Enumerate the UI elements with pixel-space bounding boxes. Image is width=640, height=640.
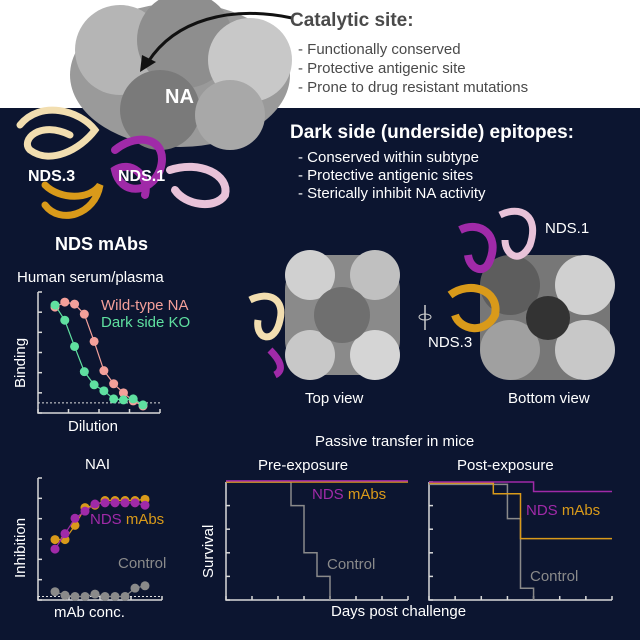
top-view-label: Top view: [305, 390, 364, 407]
nai-chart-line: [54, 585, 146, 598]
na-top-view: [248, 250, 400, 380]
pre-exposure-title: Pre-exposure: [258, 457, 349, 474]
nds1-right-label: NDS.1: [545, 220, 590, 237]
nds-text: NDS: [312, 486, 344, 503]
nai-chart-point: [140, 581, 150, 591]
dark-side-bullet: - Protective antigenic sites: [298, 167, 474, 184]
nai-chart-point: [80, 591, 90, 601]
catalytic-site-title: Catalytic site:: [290, 10, 414, 31]
binding-chart-line: [54, 304, 144, 406]
nai-chart-point: [110, 591, 120, 601]
binding-chart-point: [70, 341, 80, 351]
nai-chart-point: [120, 498, 130, 508]
nai-chart-point: [140, 500, 150, 510]
post-control-label: Control: [530, 568, 579, 585]
nai-chart-point: [60, 590, 70, 600]
nai-chart-title: NAI: [85, 456, 111, 473]
post-exposure-chart-nds3-curve: [429, 482, 612, 540]
post-nds-mabs-label: NDS mAbs: [526, 502, 600, 519]
legend-wild-type: Wild-type NA: [101, 297, 189, 314]
na-label: NA: [165, 86, 194, 108]
pre-exposure-chart-control-curve: [226, 481, 331, 600]
nai-chart-point: [100, 498, 110, 508]
na-bottom-view: [447, 207, 615, 380]
binding-chart-line: [54, 301, 144, 407]
nds3-label: NDS.3: [28, 168, 76, 185]
nai-chart-point: [90, 499, 100, 509]
catalytic-bullet: - Prone to drug resistant mutations: [298, 79, 529, 96]
mabs-text: mAbs: [561, 502, 601, 519]
arrow-head: [140, 55, 156, 72]
nds-mabs-label: NDS mAbs: [55, 234, 149, 254]
binding-chart-point: [89, 380, 99, 390]
binding-chart-point: [109, 394, 119, 404]
pre-nds-mabs-label: NDS mAbs: [312, 486, 386, 503]
binding-chart-point: [128, 394, 138, 404]
nai-chart-point: [130, 498, 140, 508]
post-exposure-chart-nds1-curve: [429, 481, 612, 493]
dark-side-bullet: - Conserved within subtype: [298, 149, 479, 166]
binding-chart-point: [109, 379, 119, 389]
nai-chart-point: [60, 529, 70, 539]
nai-chart-point: [90, 589, 100, 599]
legend-dark-side-ko: Dark side KO: [101, 314, 191, 331]
passive-transfer-title: Passive transfer in mice: [315, 433, 475, 450]
rotate-icon: [418, 305, 432, 330]
nds3-antibody: [16, 106, 104, 219]
dark-side-bullet: - Sterically inhibit NA activity: [298, 185, 486, 202]
binding-chart-point: [99, 386, 109, 396]
nai-nds-mabs-label: NDS mAbs: [90, 511, 164, 528]
nai-chart-point: [50, 544, 60, 554]
binding-chart-point: [50, 300, 60, 310]
binding-chart-point: [79, 367, 89, 377]
nai-chart-point: [50, 587, 60, 597]
binding-chart-title: Human serum/plasma: [17, 269, 164, 286]
pre-exposure-chart-axes: [225, 482, 408, 601]
binding-chart-point: [70, 299, 80, 309]
nai-chart-line: [54, 502, 146, 550]
catalytic-bullet: - Functionally conserved: [298, 41, 461, 58]
catalytic-arrow: [146, 11, 293, 63]
nai-chart-point: [50, 535, 60, 545]
mabs-text: mAbs: [125, 511, 165, 528]
binding-chart-point: [99, 366, 109, 376]
binding-chart-point: [118, 395, 128, 405]
mabs-text: mAbs: [347, 486, 387, 503]
binding-chart-point: [79, 309, 89, 319]
catalytic-bullet: - Protective antigenic site: [298, 60, 466, 77]
dark-side-title: Dark side (underside) epitopes:: [290, 122, 575, 143]
nds1-antibody: [110, 135, 230, 209]
binding-chart-point: [118, 388, 128, 398]
nai-control-label: Control: [118, 555, 167, 572]
nai-chart-point: [130, 583, 140, 593]
nai-chart-point: [120, 591, 130, 601]
nai-chart-point: [70, 591, 80, 601]
binding-chart-point: [60, 297, 70, 307]
na-structure-side: [70, 0, 292, 150]
binding-chart-point: [89, 336, 99, 346]
survival-x-label: Days post challenge: [331, 603, 467, 620]
nds3-right-label: NDS.3: [428, 334, 473, 351]
nds-text: NDS: [90, 511, 122, 528]
nds1-label: NDS.1: [118, 168, 166, 185]
nai-chart-point: [70, 513, 80, 523]
bottom-view-label: Bottom view: [508, 390, 590, 407]
nai-chart-point: [70, 520, 80, 530]
nai-chart-point: [110, 498, 120, 508]
binding-chart-point: [138, 400, 148, 410]
post-exposure-chart-control-curve: [429, 483, 535, 600]
nai-chart-point: [100, 591, 110, 601]
binding-chart-point: [60, 315, 70, 325]
post-exposure-title: Post-exposure: [457, 457, 554, 474]
pre-control-label: Control: [327, 556, 376, 573]
nds-text: NDS: [526, 502, 558, 519]
nai-chart-point: [80, 506, 90, 516]
binding-x-label: Dilution: [68, 418, 119, 435]
nai-x-label: mAb conc.: [54, 604, 125, 621]
